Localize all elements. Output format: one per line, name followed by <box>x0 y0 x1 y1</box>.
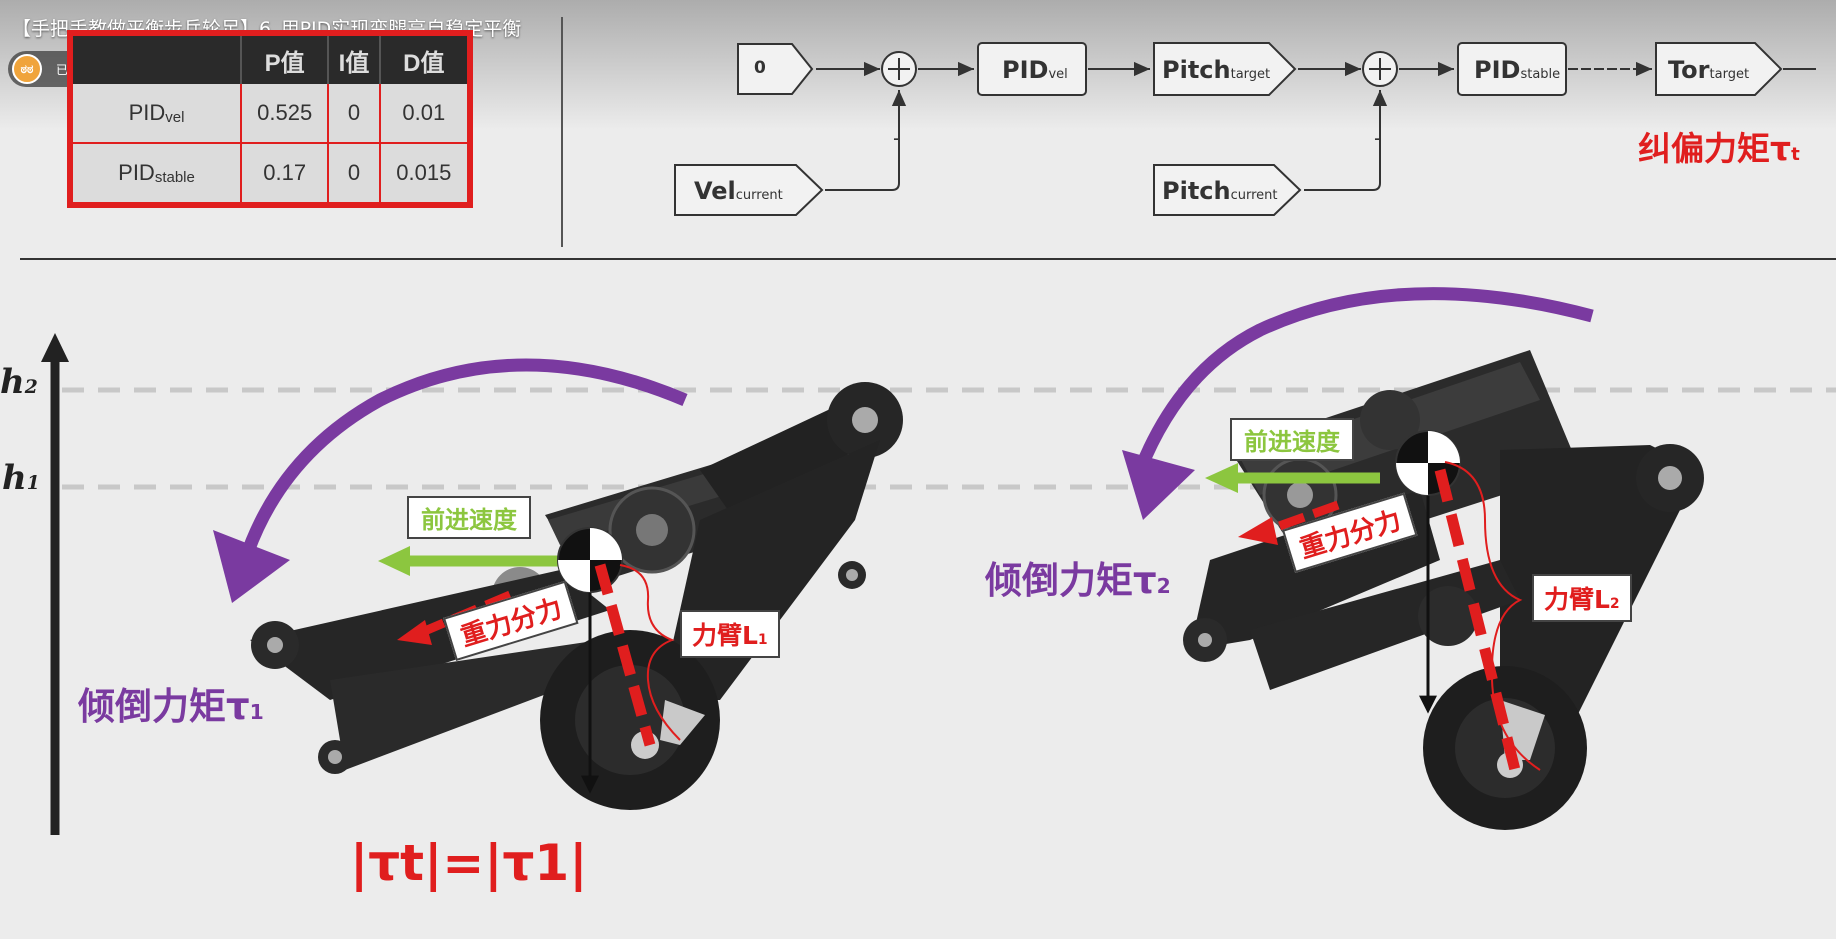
label-main: 力臂L <box>1544 585 1610 614</box>
table-header-cell: P值 <box>241 33 330 84</box>
label-sub: stable <box>1520 67 1561 82</box>
correction-torque-label: 纠偏力矩τt <box>1638 122 1800 170</box>
forward-speed-label: 前进速度 <box>407 496 531 539</box>
section-divider <box>561 17 563 247</box>
section-divider <box>20 258 1836 260</box>
label-sub: current <box>735 188 783 203</box>
label-main: 倾倒力矩τ <box>985 559 1157 602</box>
table-header-cell: D值 <box>379 33 472 84</box>
torque-equation: |τt|=|τ1| <box>350 834 588 892</box>
table-header-row: P值 I值 D值 <box>70 33 472 84</box>
torque-arc-icon <box>238 358 688 563</box>
lever-arm-label: 力臂L1 <box>680 610 780 658</box>
tip-torque-label: 倾倒力矩τ1 <box>78 676 264 730</box>
table-cell-p: 0.17 <box>241 143 330 206</box>
label-sub: target <box>1230 67 1271 82</box>
block-diagram-wires <box>816 58 1816 191</box>
label-sub: 1 <box>757 632 768 648</box>
table-cell-i: 0 <box>328 84 381 144</box>
pid-vel-label: PIDvel <box>1002 56 1068 84</box>
label-sub: 2 <box>1156 574 1171 598</box>
torque-arc-icon <box>1133 287 1594 473</box>
label-sub: t <box>1791 144 1800 165</box>
label-sub: 2 <box>24 376 38 398</box>
table-row-name: PIDstable <box>70 143 242 206</box>
table-row-name: PIDvel <box>70 84 242 144</box>
label-main: 纠偏力矩τ <box>1638 129 1792 168</box>
pid-parameter-table: P值 I值 D值 PIDvel 0.525 0 0.01 PIDstable 0… <box>67 30 473 208</box>
label-main: PID <box>1002 56 1049 84</box>
minus-sign: - <box>893 126 901 150</box>
table-cell-p: 0.525 <box>241 84 330 144</box>
pitch-current-label: Pitchcurrent <box>1162 177 1278 205</box>
table-cell-d: 0.015 <box>379 143 472 206</box>
label-sub: 2 <box>1609 596 1620 612</box>
forward-speed-label: 前进速度 <box>1230 418 1354 461</box>
h2-label: h2 <box>0 362 38 402</box>
label-main: Tor <box>1668 56 1710 84</box>
pid-main: PID <box>118 160 155 185</box>
vel-current-label: Velcurrent <box>694 177 783 205</box>
vel-current-block <box>674 164 824 216</box>
pid-vel-block <box>977 42 1087 96</box>
block-diagram <box>674 42 1783 216</box>
pid-stable-label: PIDstable <box>1474 56 1560 84</box>
label-sub: target <box>1709 67 1750 82</box>
label-sub: 1 <box>249 700 264 724</box>
pitch-target-label: Pitchtarget <box>1162 56 1270 84</box>
input-zero-label: 0 <box>754 58 766 78</box>
minus-sign: - <box>1374 126 1382 150</box>
input-zero-block <box>737 43 814 95</box>
label-sub: 1 <box>26 472 40 494</box>
table-header-cell: I值 <box>328 33 381 84</box>
label-sub: current <box>1230 188 1278 203</box>
label-main: 倾倒力矩τ <box>78 685 250 728</box>
table-row: PIDvel 0.525 0 0.01 <box>70 84 472 144</box>
table-cell-d: 0.01 <box>379 84 472 144</box>
table-cell-i: 0 <box>328 143 381 206</box>
label-main: Pitch <box>1162 177 1231 205</box>
avatar[interactable]: ಠಠ <box>12 54 42 84</box>
pid-stable-block <box>1457 42 1567 96</box>
label-main: 力臂L <box>692 621 758 650</box>
label-main: Vel <box>694 177 736 205</box>
lever-arm-label: 力臂L2 <box>1532 574 1632 622</box>
label-main: Pitch <box>1162 56 1231 84</box>
pid-main: PID <box>128 100 166 125</box>
tip-torque-label: 倾倒力矩τ2 <box>985 550 1171 604</box>
table-row: PIDstable 0.17 0 0.015 <box>70 143 472 206</box>
label-main: PID <box>1474 56 1521 84</box>
label-main: h <box>0 362 25 402</box>
pid-sub: vel <box>165 109 185 126</box>
table-header-cell <box>70 33 242 84</box>
pitch-target-block <box>1153 42 1297 96</box>
robot1-overlays <box>213 358 688 794</box>
pid-sub: stable <box>154 169 195 186</box>
robot-leg-illustration <box>250 382 903 810</box>
pitch-current-block <box>1153 164 1302 216</box>
robot2-overlays <box>1122 287 1594 772</box>
tor-target-label: Tortarget <box>1668 56 1749 84</box>
label-main: h <box>2 458 27 498</box>
tor-target-block <box>1655 42 1783 96</box>
label-sub: vel <box>1048 67 1068 82</box>
h1-label: h1 <box>2 458 40 498</box>
